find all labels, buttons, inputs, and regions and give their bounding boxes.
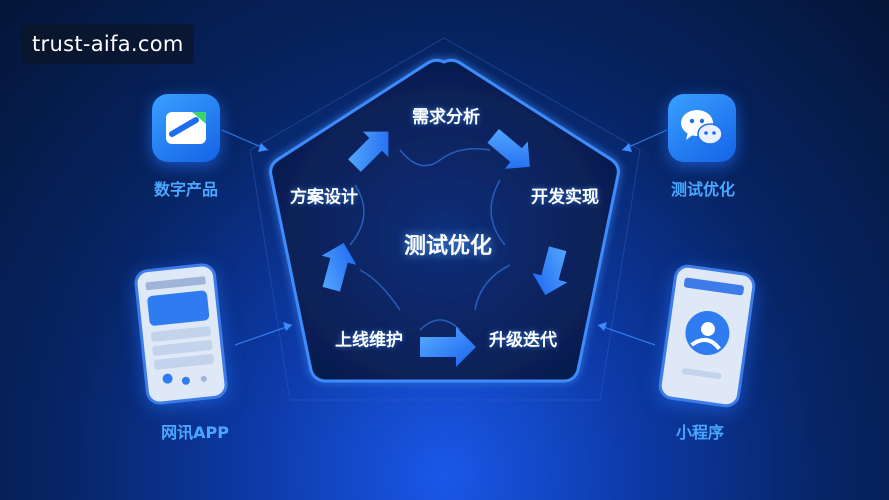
arrow-top-to-right bbox=[487, 128, 530, 169]
side-label-digital-product: 数字产品 bbox=[153, 180, 219, 199]
side-label-mini-program: 小程序 bbox=[675, 423, 725, 442]
outer-pentagon bbox=[249, 37, 641, 401]
inner-curve bbox=[349, 148, 511, 331]
arrow-bottomleft-to-left bbox=[321, 242, 357, 292]
connector-bottom-left bbox=[234, 324, 293, 346]
arrow-bottomleft-to-bottomright bbox=[420, 327, 476, 367]
stage-maintenance: 上线维护 bbox=[335, 330, 403, 351]
connector-bottom-right bbox=[597, 324, 656, 346]
stage-requirements: 需求分析 bbox=[412, 107, 480, 128]
stage-development: 开发实现 bbox=[531, 187, 599, 208]
stage-iteration: 升级迭代 bbox=[489, 330, 557, 351]
stage-design: 方案设计 bbox=[290, 187, 358, 208]
side-label-test-optimize: 测试优化 bbox=[670, 180, 736, 199]
watermark: trust-aifa.com bbox=[22, 24, 194, 64]
mini-program-icon bbox=[656, 262, 758, 410]
phone-app-icon bbox=[133, 262, 229, 406]
pentagon-frame bbox=[269, 58, 620, 383]
center-title: 测试优化 bbox=[403, 234, 493, 259]
arrow-left-to-top bbox=[348, 131, 389, 172]
side-label-app: 网讯APP bbox=[161, 423, 229, 442]
document-icon bbox=[152, 94, 220, 162]
arrow-right-to-bottomright bbox=[532, 246, 568, 296]
wechat-icon bbox=[668, 94, 736, 162]
